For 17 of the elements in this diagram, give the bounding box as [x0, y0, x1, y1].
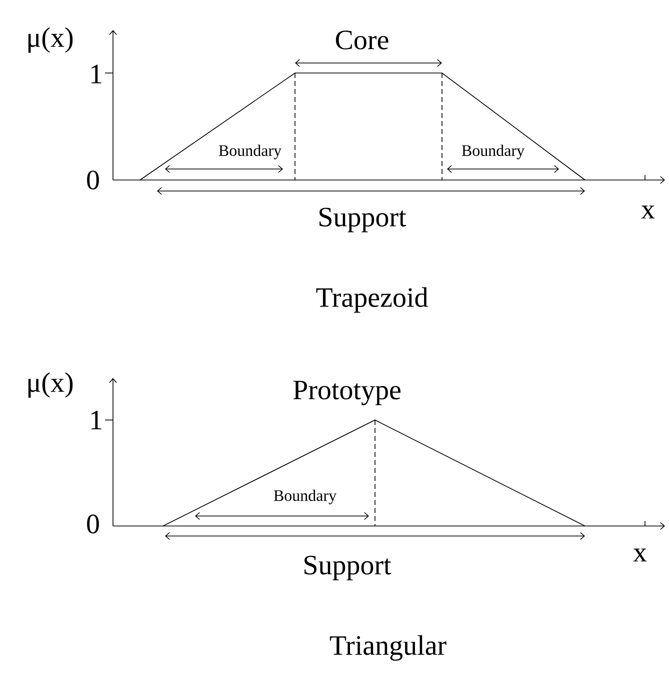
dimension-label: Boundary: [274, 490, 336, 504]
dimension-label: Boundary: [462, 144, 524, 160]
dimension-label: Core: [336, 30, 388, 50]
dimension-label: Support: [320, 208, 406, 232]
dimension-label: Prototype: [293, 380, 400, 406]
chart-title: Trapezoid: [316, 287, 428, 313]
dimension-label: Support: [304, 556, 392, 580]
tick-label: 0: [87, 514, 99, 534]
tick-label: 0: [87, 170, 99, 190]
axis-label: μ(x): [28, 372, 73, 398]
axis-label: μ(x): [28, 27, 73, 53]
axis-label: x: [633, 548, 647, 562]
axis-label: x: [641, 206, 655, 218]
tick-label: 1: [91, 64, 102, 84]
tick-label: 1: [91, 410, 102, 430]
chart-title: Triangular: [330, 635, 446, 661]
dimension-label: Boundary: [218, 144, 282, 160]
